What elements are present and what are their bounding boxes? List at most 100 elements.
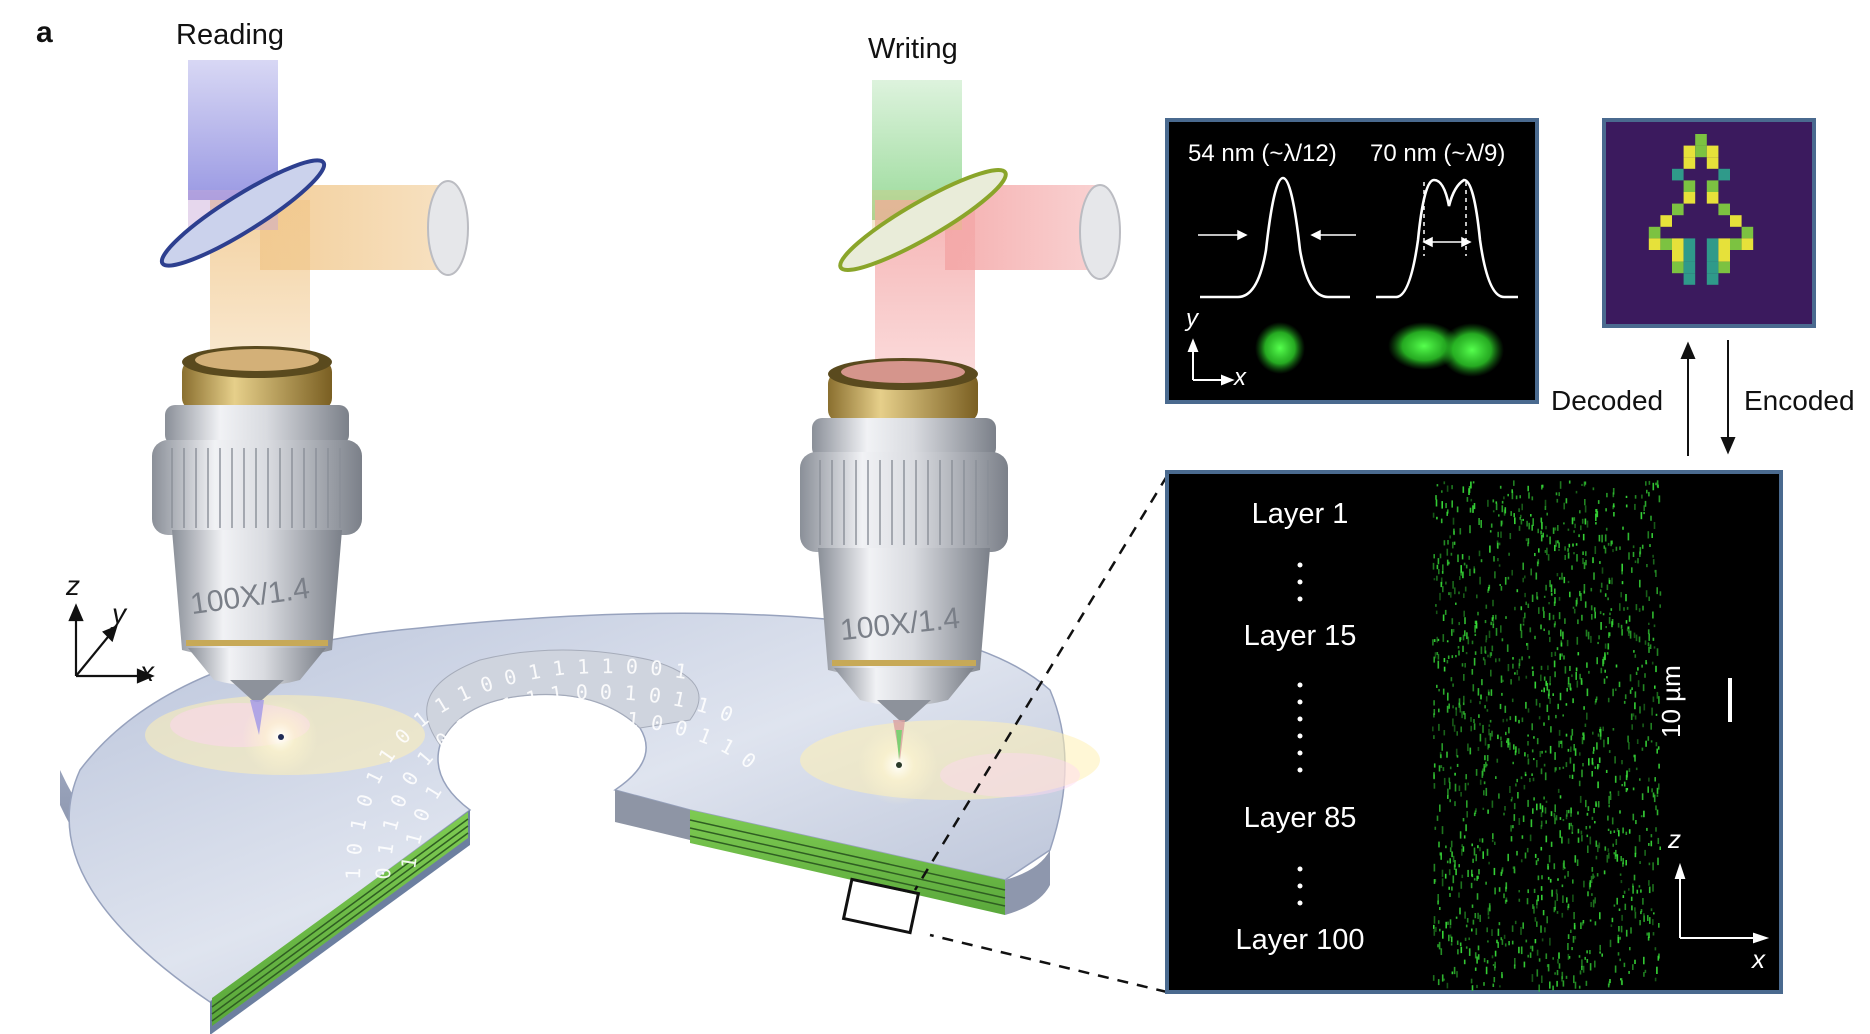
layer-data-point [1486, 709, 1489, 712]
layer-data-point [1586, 812, 1589, 816]
layer-data-point [1460, 792, 1462, 797]
layer-data-point [1535, 698, 1538, 706]
layer-data-point [1524, 852, 1527, 859]
layer-data-point [1520, 606, 1523, 611]
layer-data-point [1531, 723, 1533, 731]
layer-data-point [1621, 570, 1623, 575]
layer-data-point [1599, 912, 1601, 920]
layer-data-point [1501, 692, 1503, 696]
pattern-pixel [1706, 157, 1719, 169]
layer-data-point [1491, 800, 1494, 808]
layer-data-point [1549, 878, 1552, 883]
layer-data-point [1449, 934, 1452, 938]
layer-data-point [1637, 680, 1640, 687]
layer-data-point [1536, 906, 1538, 909]
layer-data-point [1543, 687, 1545, 693]
layer-data-point [1518, 525, 1521, 531]
layer-data-point [1470, 481, 1472, 489]
layer-data-point [1640, 909, 1643, 912]
layer-data-point [1591, 816, 1594, 820]
layer-data-point [1634, 654, 1637, 658]
layer-data-point [1648, 862, 1651, 866]
layer-data-point [1453, 528, 1455, 535]
layer-data-point [1608, 632, 1610, 638]
layer-data-point [1656, 966, 1658, 974]
layer-data-point [1544, 772, 1547, 781]
layer-data-point [1626, 788, 1629, 791]
layer-data-point [1527, 542, 1529, 547]
layer-data-point [1542, 532, 1544, 538]
layer-data-point [1641, 664, 1643, 668]
layer-data-point [1596, 511, 1599, 518]
layer-data-point [1545, 680, 1547, 686]
layer-data-point [1553, 601, 1556, 606]
layer-data-point [1560, 740, 1562, 744]
layer-data-point [1573, 912, 1575, 920]
layer-data-point [1566, 687, 1568, 692]
layer-data-point [1628, 888, 1630, 891]
layer-data-point [1641, 747, 1644, 751]
layer-data-point [1580, 593, 1582, 601]
disc-cross-section-right [615, 790, 1006, 915]
layer-data-point [1546, 534, 1548, 538]
layer-data-point [1597, 500, 1600, 504]
layer-data-point [1608, 795, 1610, 804]
layer-data-point [1552, 527, 1555, 534]
psf-profile-single [1200, 176, 1350, 299]
layer-data-point [1635, 604, 1638, 611]
layer-data-point [1518, 676, 1520, 681]
layer-data-point [1556, 573, 1559, 577]
layer-data-point [1615, 688, 1617, 691]
layer-data-point [1497, 734, 1499, 740]
scale-bar-label: 10 µm [1656, 665, 1686, 738]
layer-data-point [1464, 911, 1466, 919]
layer-data-point [1615, 664, 1618, 668]
layer-data-point [1547, 866, 1549, 870]
layer-data-point [1597, 764, 1599, 770]
layer-data-point [1504, 507, 1507, 514]
layer-data-point [1451, 971, 1454, 975]
layer-data-point [1553, 660, 1556, 668]
axis-y-label: y [112, 598, 126, 629]
layer-data-point [1574, 855, 1577, 863]
layer-data-point [1479, 722, 1481, 726]
layer-data-point [1450, 552, 1453, 556]
layer-data-point [1634, 907, 1636, 912]
reading-detector-lens [427, 180, 469, 276]
layer-data-point [1522, 623, 1525, 626]
layer-data-point [1601, 567, 1604, 574]
layer-data-point [1452, 629, 1455, 633]
layer-data-point [1620, 978, 1622, 981]
layers-axis-x-label: x [1752, 944, 1765, 974]
layer-data-point [1471, 904, 1474, 908]
layer-data-point [1437, 558, 1440, 565]
layer-data-point [1628, 971, 1630, 974]
layer-data-point [1470, 498, 1473, 502]
layer-data-point [1525, 701, 1527, 709]
layer-data-point [1648, 491, 1650, 497]
layer-data-point [1482, 657, 1485, 661]
layer-data-point [1453, 966, 1456, 975]
layer-data-point [1621, 760, 1623, 765]
layer-data-point [1486, 763, 1488, 767]
layer-data-point [1520, 519, 1523, 525]
layer-data-point [1604, 643, 1607, 649]
layer-data-point [1452, 705, 1454, 709]
layer-data-point [1655, 569, 1657, 577]
layer-data-point [1436, 564, 1439, 570]
layer-data-point [1604, 593, 1607, 597]
layer-data-point [1522, 577, 1524, 583]
layer-data-point [1597, 764, 1600, 768]
layer-data-point [1451, 485, 1453, 490]
layer-data-point [1568, 480, 1571, 484]
layer-data-point [1458, 622, 1460, 626]
layer-data-point [1633, 754, 1635, 758]
layer-data-point [1500, 675, 1503, 683]
layer-data-point [1573, 530, 1575, 533]
layer-data-point [1479, 838, 1481, 842]
layer-data-point [1542, 606, 1545, 612]
layer-data-point [1466, 811, 1468, 818]
layer-data-point [1511, 698, 1514, 703]
layer-data-point [1510, 511, 1512, 516]
layer-data-point [1544, 499, 1547, 507]
